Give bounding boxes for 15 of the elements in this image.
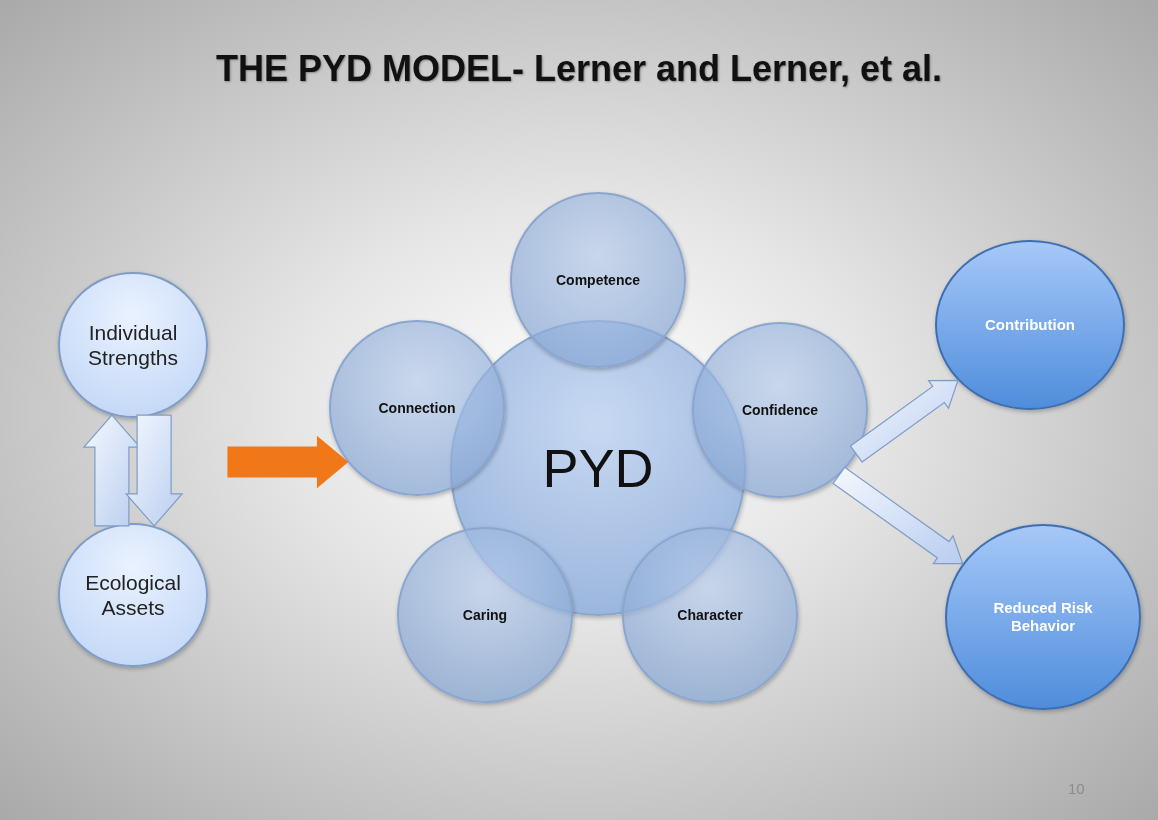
node-text: Caring [462,606,508,624]
node-text: Character [677,606,743,624]
slide-title: THE PYD MODEL- Lerner and Lerner, et al. [214,48,944,90]
node-text: Reduced Risk Behavior [992,599,1094,635]
node-text: Competence [556,271,640,289]
block-arrow [227,435,349,489]
node-text: Individual Strengths [87,319,179,371]
node-text: Contribution [985,316,1075,334]
node-text: Ecological Assets [84,569,182,621]
block-arrow [832,466,964,565]
node-text: Connection [378,399,456,417]
block-arrow [849,379,959,463]
block-arrow [124,414,184,527]
node-text: PYD [542,436,654,500]
node-text: Confidence [741,401,819,419]
